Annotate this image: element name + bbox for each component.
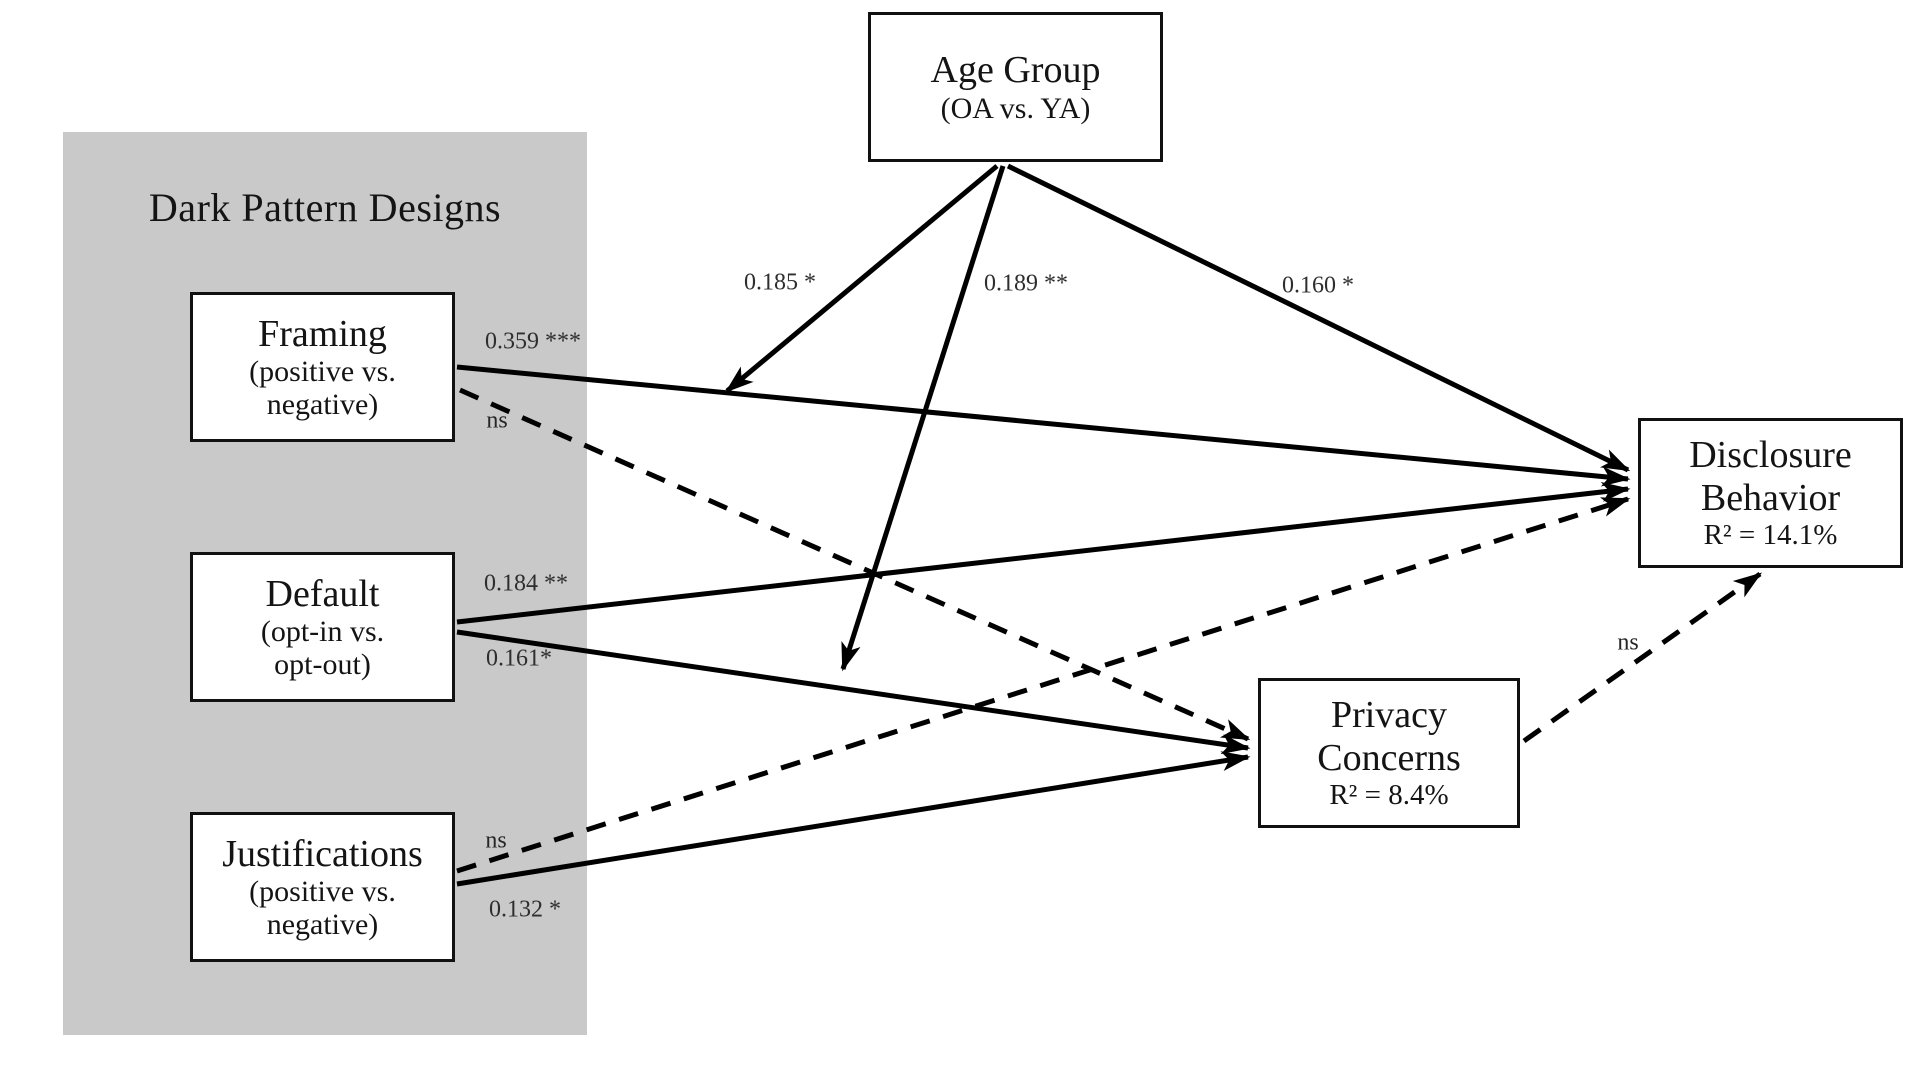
edge-framing-to-privacy bbox=[458, 387, 1251, 742]
edge-justifications-to-disclosure bbox=[456, 496, 1631, 874]
edge-age-to-disclosure bbox=[1006, 163, 1631, 473]
age-group-subtitle: (OA vs. YA) bbox=[940, 91, 1091, 125]
framing-sub2: negative) bbox=[266, 388, 379, 422]
default-title: Default bbox=[265, 572, 380, 615]
privacy-title-line1: Privacy bbox=[1330, 694, 1448, 737]
node-framing: Framing (positive vs. negative) bbox=[190, 292, 455, 442]
disclosure-title-line2: Behavior bbox=[1700, 476, 1841, 519]
node-privacy-concerns: Privacy Concerns R² = 8.4% bbox=[1258, 678, 1520, 828]
edge-label-framing-privacy: ns bbox=[486, 407, 508, 434]
edge-framing-to-disclosure bbox=[456, 364, 1631, 487]
edge-label-framing-disclosure: 0.359 *** bbox=[485, 328, 581, 355]
edge-age-to-default-privacy-path bbox=[840, 165, 1006, 672]
edge-label-age-disclosure: 0.160 * bbox=[1282, 272, 1354, 299]
node-disclosure-behavior: Disclosure Behavior R² = 14.1% bbox=[1638, 418, 1903, 568]
justifications-sub2: negative) bbox=[266, 908, 379, 942]
edge-justifications-to-privacy bbox=[456, 751, 1251, 887]
default-sub2: opt-out) bbox=[274, 648, 371, 682]
edge-label-age-framing-path: 0.185 * bbox=[744, 269, 816, 296]
framing-sub1: (positive vs. bbox=[249, 355, 396, 389]
justifications-title: Justifications bbox=[222, 832, 423, 875]
default-sub1: (opt-in vs. bbox=[260, 615, 385, 649]
edge-default-to-privacy bbox=[456, 629, 1251, 755]
panel-title: Dark Pattern Designs bbox=[148, 185, 502, 230]
edge-label-default-privacy: 0.161* bbox=[486, 645, 552, 672]
node-default: Default (opt-in vs. opt-out) bbox=[190, 552, 455, 702]
edge-label-privacy-disclosure: ns bbox=[1617, 629, 1639, 656]
edge-label-age-default-privacy-path: 0.189 ** bbox=[984, 270, 1068, 297]
edge-label-justifications-disclosure: ns bbox=[485, 827, 507, 854]
node-age-group: Age Group (OA vs. YA) bbox=[868, 12, 1163, 162]
privacy-r2: R² = 8.4% bbox=[1329, 779, 1449, 812]
edge-privacy-to-disclosure bbox=[1522, 571, 1763, 744]
edge-default-to-disclosure bbox=[456, 482, 1631, 625]
node-justifications: Justifications (positive vs. negative) bbox=[190, 812, 455, 962]
disclosure-title-line1: Disclosure bbox=[1689, 434, 1852, 477]
disclosure-r2: R² = 14.1% bbox=[1703, 519, 1838, 552]
age-group-title: Age Group bbox=[930, 49, 1101, 92]
edge-label-default-disclosure: 0.184 ** bbox=[484, 570, 568, 597]
edge-age-to-framing-path bbox=[725, 164, 999, 393]
edge-label-justifications-privacy: 0.132 * bbox=[489, 896, 561, 923]
framing-title: Framing bbox=[258, 312, 387, 355]
justifications-sub1: (positive vs. bbox=[249, 875, 396, 909]
privacy-title-line2: Concerns bbox=[1317, 736, 1461, 779]
